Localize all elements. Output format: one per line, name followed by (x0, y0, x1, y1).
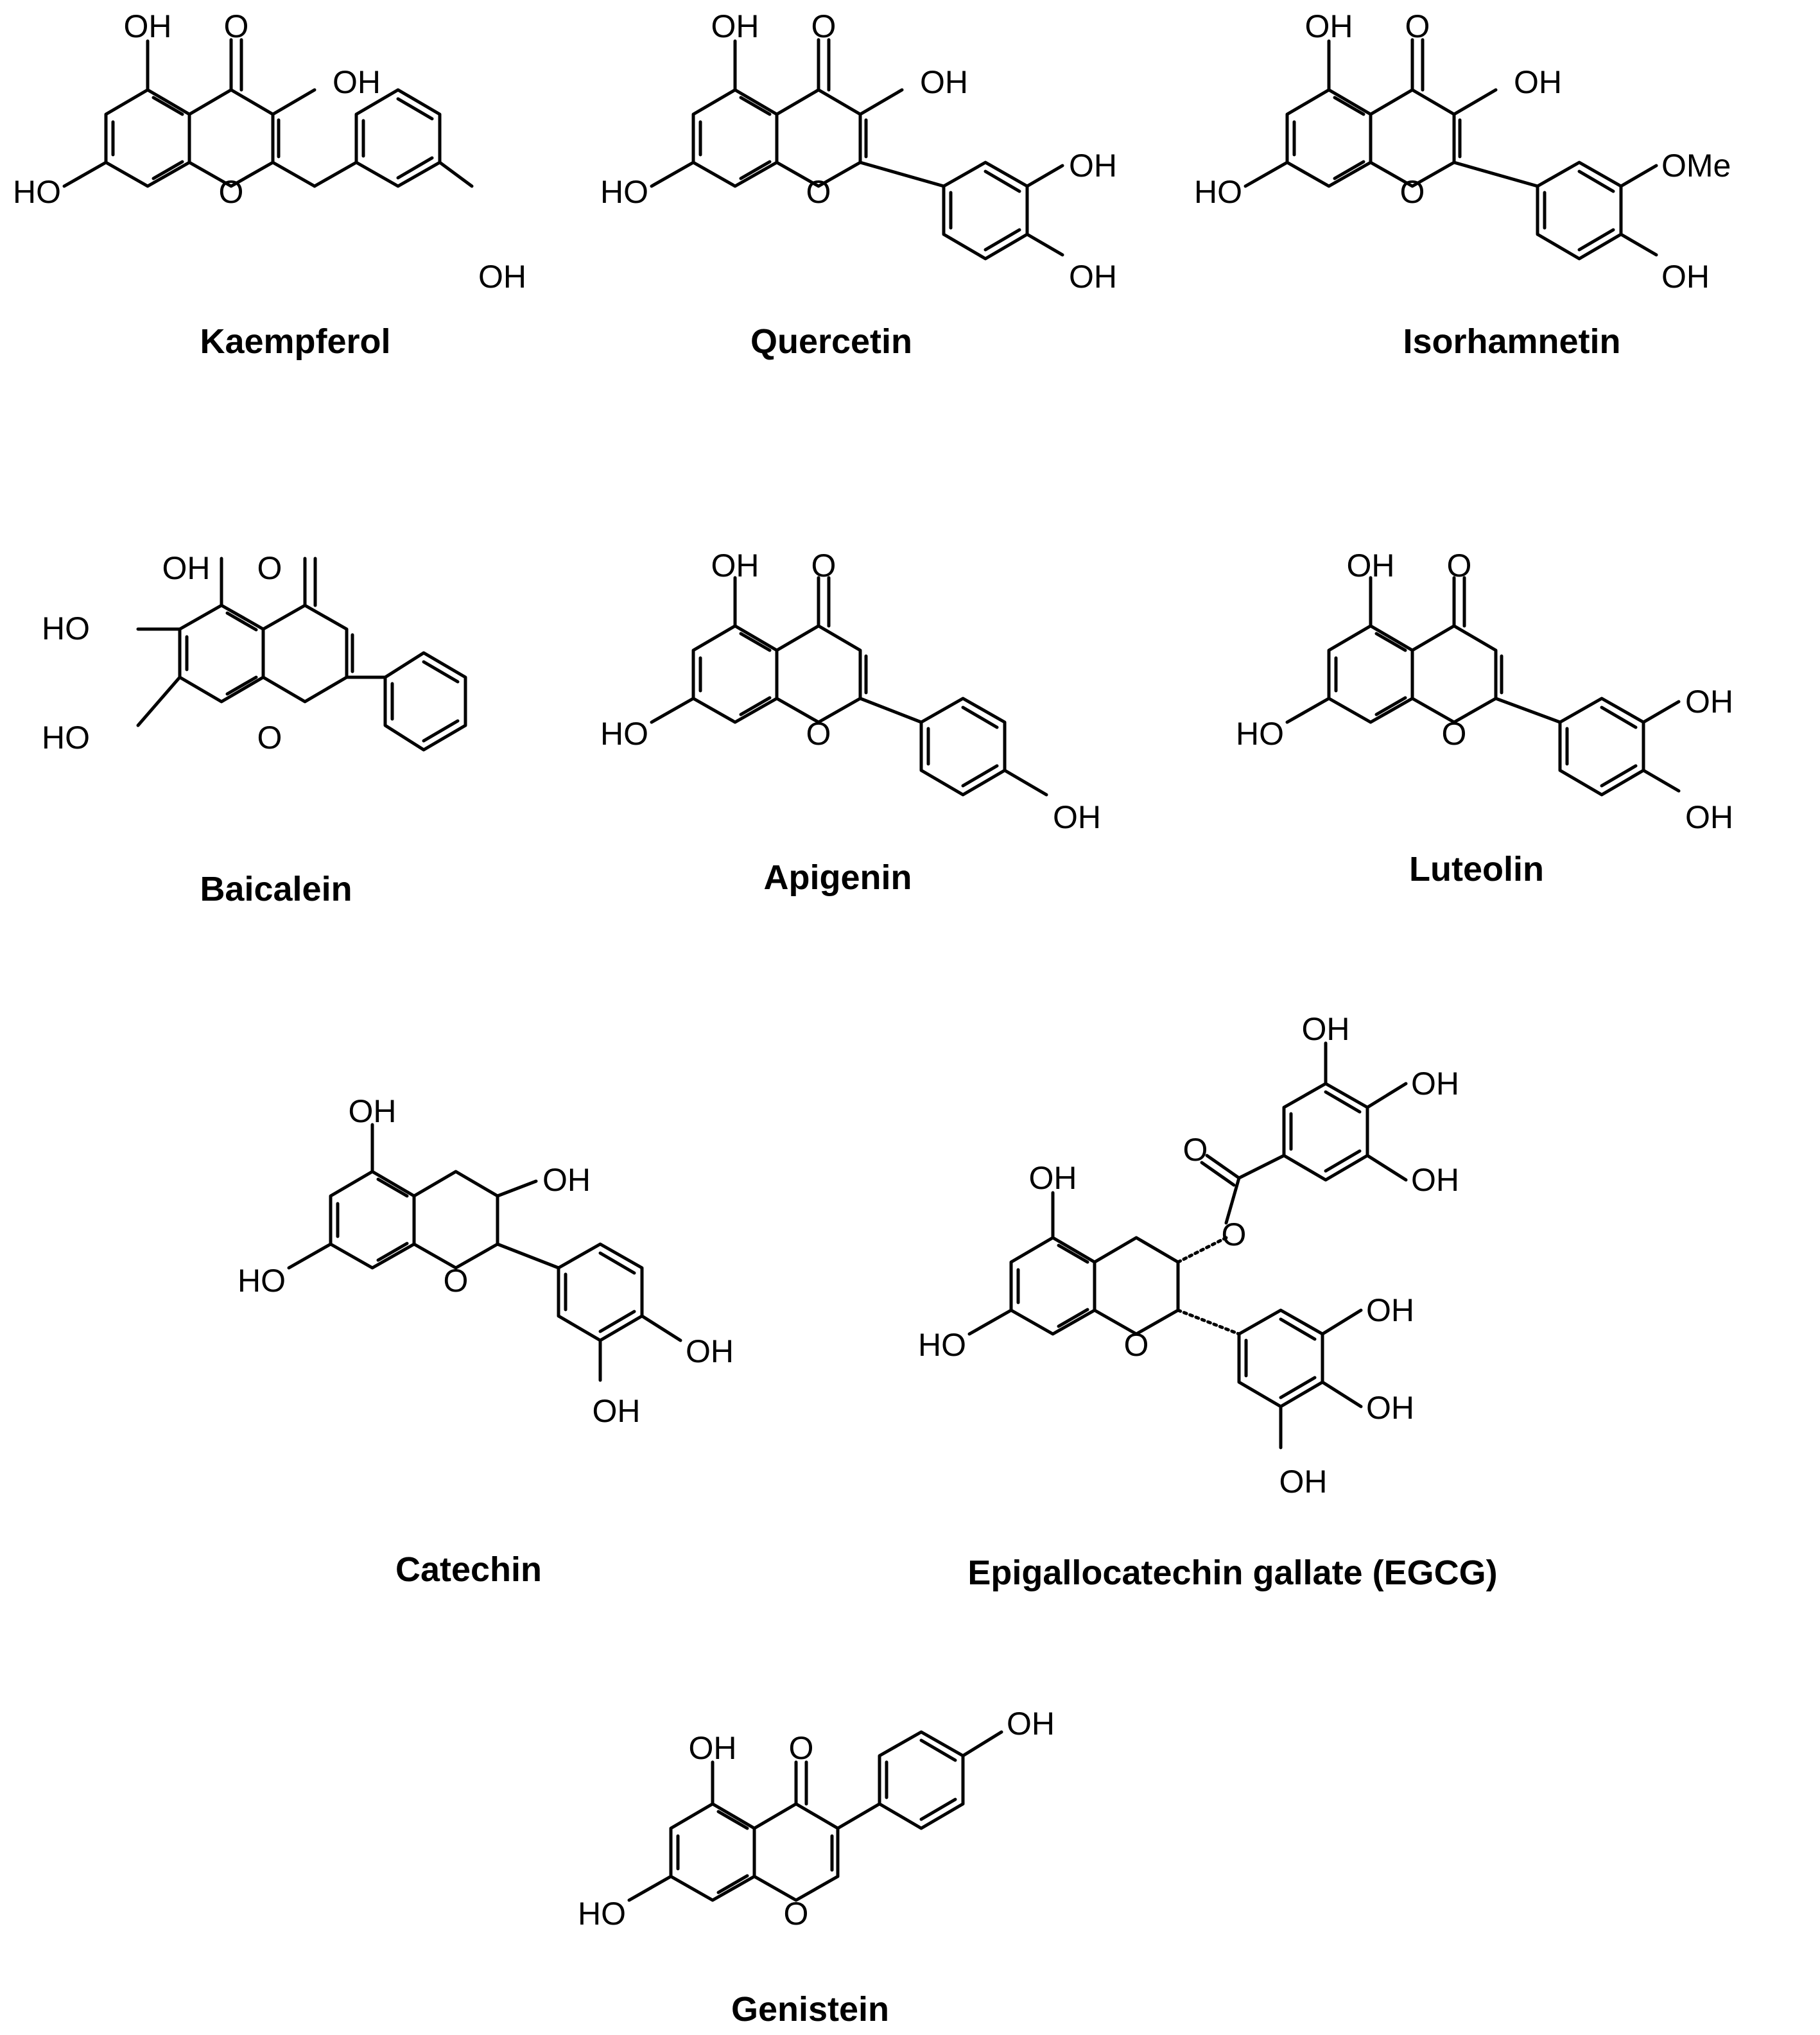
hydroxyl-3prime-label: OH (1685, 684, 1733, 720)
hydroxyl-3prime-label: OH (1069, 148, 1117, 184)
hydroxyl-3-label: OH (1514, 64, 1562, 100)
molecule-luteolin: OH O HO O OH OH Luteolin (1236, 548, 1733, 888)
hydroxyl-7-label: HO (13, 174, 61, 210)
molecule-name-isorhamnetin: Isorhamnetin (1403, 322, 1620, 361)
molecule-name-apigenin: Apigenin (764, 858, 912, 897)
hydroxyl-5-label: OH (349, 1093, 397, 1129)
hydroxyl-7-label: HO (578, 1896, 626, 1932)
hydroxyl-7-label: HO (42, 720, 90, 756)
carbonyl-oxygen-label: O (811, 8, 836, 44)
galloyl-hydroxyl-middle-label: OH (1411, 1066, 1459, 1102)
structure-genistein (627, 1730, 1003, 1902)
galloyl-hydroxyl-top-label: OH (1302, 1011, 1350, 1047)
molecule-apigenin: OH O HO O OH Apigenin (600, 548, 1101, 897)
hydroxyl-4prime-label: OH (1685, 799, 1733, 835)
ring-oxygen-label: O (257, 720, 282, 756)
hydroxyl-3-label: OH (542, 1162, 591, 1198)
molecule-name-quercetin: Quercetin (750, 322, 912, 361)
carbonyl-oxygen-label: O (1447, 548, 1472, 584)
b-ring-hydroxyl-bottom-label: OH (1279, 1464, 1328, 1500)
ester-oxygen-label: O (1222, 1217, 1247, 1252)
carbonyl-oxygen-label: O (1405, 8, 1430, 44)
molecule-name-luteolin: Luteolin (1409, 850, 1544, 888)
b-ring-hydroxyl-middle-label: OH (1366, 1390, 1414, 1426)
molecule-name-catechin: Catechin (395, 1550, 542, 1589)
hydroxyl-5-label: OH (1305, 8, 1353, 44)
carbonyl-oxygen-label: O (811, 548, 836, 584)
molecule-name-baicalein: Baicalein (200, 870, 352, 908)
hydroxyl-3-label: OH (920, 64, 968, 100)
hydroxyl-7-label: HO (1194, 174, 1242, 210)
molecule-genistein: OH O HO O OH Genistein (578, 1706, 1055, 2029)
ring-oxygen-label: O (444, 1263, 469, 1299)
hydroxyl-3prime-label: OH (593, 1393, 641, 1429)
hydroxyl-5-label: OH (689, 1730, 737, 1766)
ring-oxygen-label: O (219, 174, 244, 210)
hydroxyl-4prime-label: OH (1069, 259, 1117, 295)
ring-oxygen-label: O (1400, 174, 1425, 210)
hydroxyl-7-label: HO (600, 174, 648, 210)
ring-oxygen-label: O (1442, 716, 1467, 752)
ring-oxygen-label: O (784, 1896, 809, 1932)
carbonyl-oxygen-label: O (257, 550, 282, 586)
hydroxyl-7-label: HO (600, 716, 648, 752)
ring-oxygen-label: O (1124, 1327, 1149, 1363)
hydroxyl-4prime-label: OH (1053, 799, 1101, 835)
hydroxyl-5-label: OH (124, 8, 172, 44)
hydroxyl-3-label: OH (333, 64, 381, 100)
molecule-kaempferol: OH O OH HO O OH Kaempferol (13, 8, 526, 361)
structure-catechin (287, 1123, 682, 1382)
hydroxyl-5-label: OH (1347, 548, 1395, 584)
hydroxyl-5-label: OH (711, 548, 759, 584)
ring-oxygen-label: O (806, 174, 831, 210)
molecule-name-egcg: Epigallocatechin gallate (EGCG) (967, 1554, 1497, 1592)
molecule-catechin: OH OH HO O OH OH Catechin (238, 1093, 734, 1589)
b-ring-hydroxyl-top-label: OH (1366, 1292, 1414, 1328)
carbonyl-oxygen-label: O (1183, 1132, 1208, 1168)
hydroxyl-7-label: HO (1236, 716, 1284, 752)
hydroxyl-7-label: HO (238, 1263, 286, 1299)
structure-kaempferol (62, 38, 474, 188)
hydroxyl-4prime-label: OH (686, 1333, 734, 1369)
hydroxyl-5-label: OH (162, 550, 211, 586)
carbonyl-oxygen-label: O (224, 8, 249, 44)
hydroxyl-4prime-label: OH (1661, 259, 1710, 295)
molecule-isorhamnetin: OH O OH HO O OMe OH Isorhamnetin (1194, 8, 1731, 361)
structure-apigenin (650, 576, 1048, 797)
hydroxyl-7-label: HO (918, 1327, 966, 1363)
hydroxyl-5-label: OH (711, 8, 759, 44)
hydroxyl-4prime-label: OH (478, 259, 526, 295)
structure-luteolin (1285, 576, 1681, 797)
hydroxyl-5-label: OH (1029, 1160, 1077, 1196)
hydroxyl-4prime-label: OH (1007, 1706, 1055, 1742)
structure-isorhamnetin (1244, 38, 1658, 261)
molecule-quercetin: OH O OH HO O OH OH Quercetin (600, 8, 1117, 361)
molecule-egcg: OH HO O O O OH OH OH OH OH OH Epigalloca… (918, 1011, 1498, 1592)
carbonyl-oxygen-label: O (789, 1730, 814, 1766)
hydroxyl-6-label: HO (42, 610, 90, 646)
molecule-baicalein: OH O HO HO O Baicalein (42, 550, 467, 908)
molecule-name-kaempferol: Kaempferol (200, 322, 390, 361)
ring-oxygen-label: O (806, 716, 831, 752)
structure-baicalein (136, 557, 467, 752)
methoxy-3prime-label: OMe (1661, 148, 1731, 184)
galloyl-hydroxyl-bottom-label: OH (1411, 1162, 1459, 1198)
structure-egcg (967, 1041, 1408, 1450)
structure-quercetin (650, 38, 1064, 261)
molecule-name-genistein: Genistein (731, 1990, 889, 2029)
